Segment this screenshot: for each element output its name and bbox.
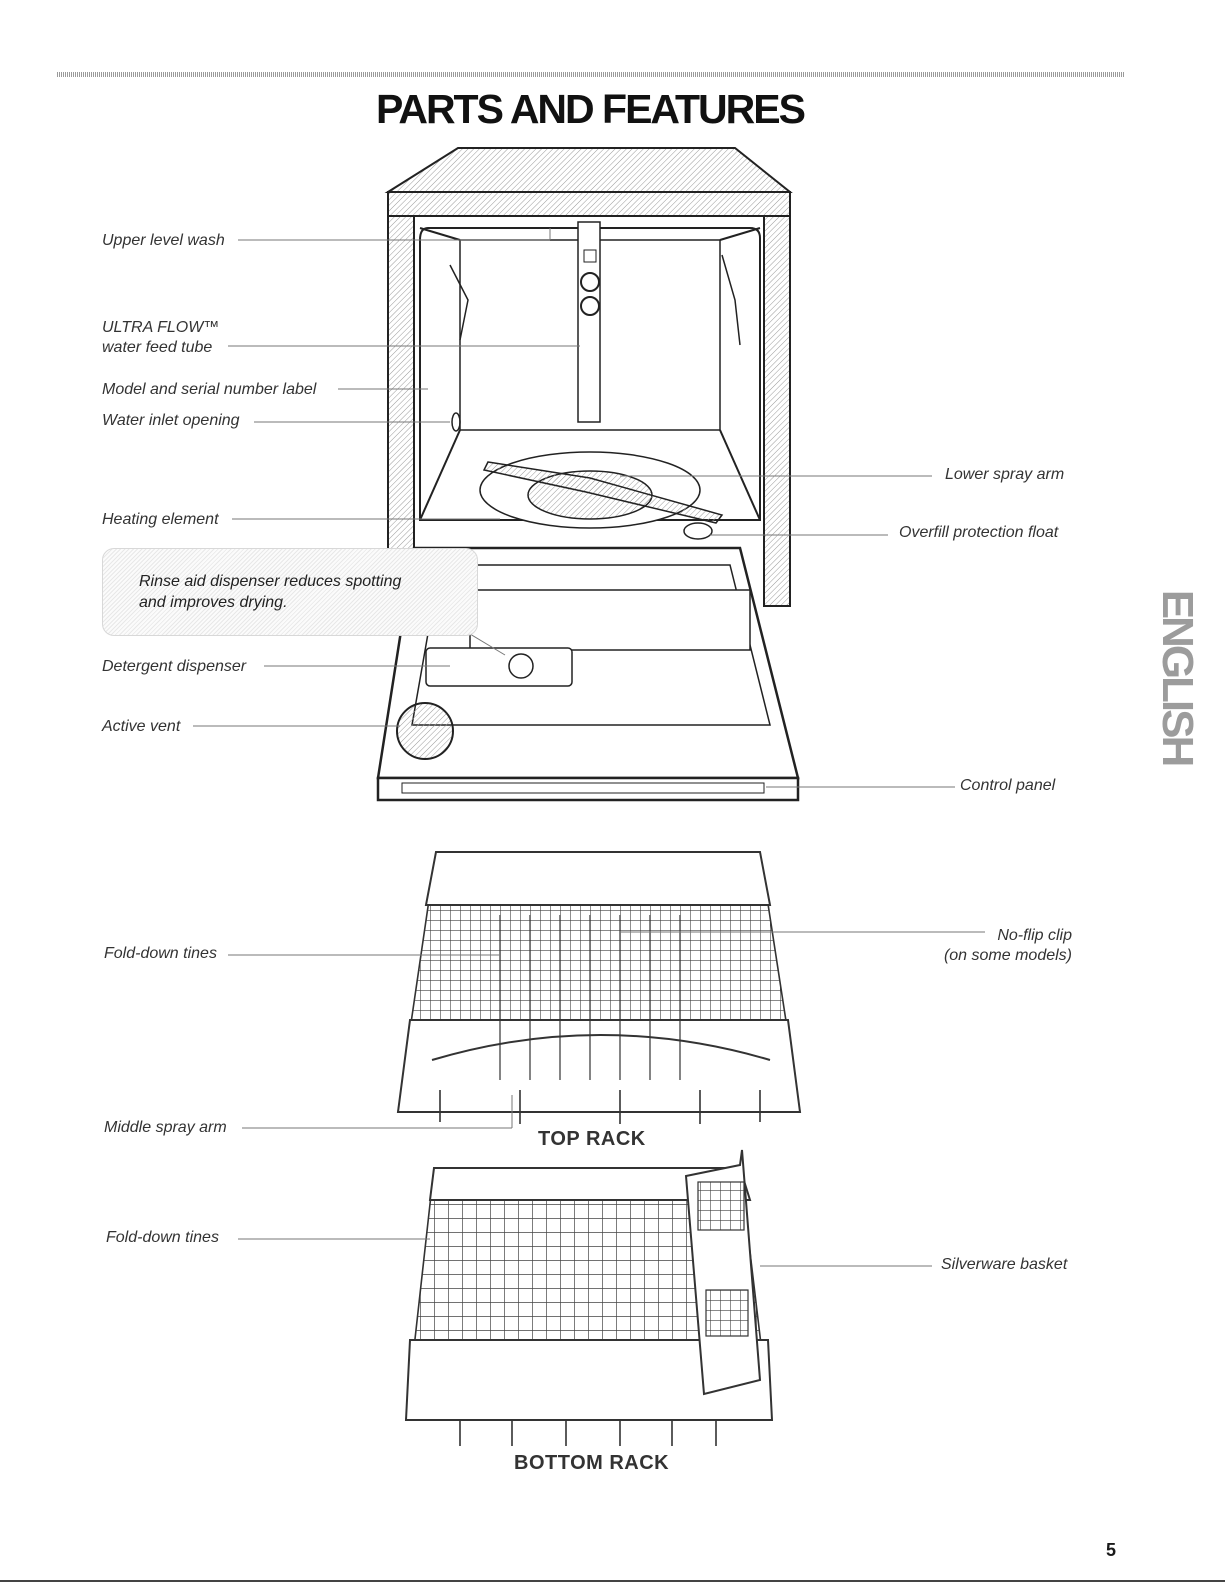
bottom-rack-title: BOTTOM RACK <box>514 1452 670 1474</box>
top-rack-illustration <box>396 851 802 1124</box>
label-heating-element: Heating element <box>102 511 219 528</box>
label-model-serial: Model and serial number label <box>102 381 317 398</box>
bottom-rack-leaders <box>238 1238 932 1267</box>
label-silverware-basket: Silverware basket <box>941 1256 1068 1273</box>
label-no-flip-clip: No-flip clip <box>997 927 1072 944</box>
rinse-aid-callout: Rinse aid dispenser reduces spotting and… <box>102 548 478 636</box>
label-top-fold-down-tines: Fold-down tines <box>104 945 217 962</box>
label-overfill-float: Overfill protection float <box>899 524 1059 541</box>
label-upper-level-wash: Upper level wash <box>102 232 225 249</box>
label-middle-spray-arm: Middle spray arm <box>104 1119 227 1136</box>
top-rack-leaders <box>228 931 985 1129</box>
callout-line-2: and improves drying. <box>139 594 288 611</box>
page-title: PARTS AND FEATURES <box>376 86 806 132</box>
label-active-vent: Active vent <box>102 718 181 735</box>
label-ultra-flow: ULTRA FLOW™ <box>102 319 220 336</box>
dishwasher-top-panel <box>384 147 793 193</box>
bottom-rack-illustration <box>404 1149 774 1446</box>
language-side-tab: ENGLISH <box>1147 566 1207 788</box>
label-detergent-dispenser: Detergent dispenser <box>102 658 247 675</box>
dishwasher-front-edge <box>387 191 791 217</box>
label-lower-spray-arm: Lower spray arm <box>945 466 1065 483</box>
label-bottom-fold-down-tines: Fold-down tines <box>106 1229 219 1246</box>
bottom-rule <box>0 1580 1225 1582</box>
page-number: 5 <box>1106 1540 1117 1560</box>
label-water-inlet: Water inlet opening <box>102 412 240 429</box>
label-no-flip-clip-note: (on some models) <box>943 947 1072 964</box>
label-control-panel: Control panel <box>960 777 1056 794</box>
rinse-aid-callout-text: Rinse aid dispenser reduces spotting and… <box>139 571 459 613</box>
dishwasher-illustration <box>376 147 800 802</box>
detergent-dispenser-shape <box>425 647 573 687</box>
overfill-float <box>683 522 713 540</box>
leader-lines <box>193 228 955 788</box>
dishwasher-left-wall <box>387 215 415 607</box>
water-feed-tube <box>577 221 601 423</box>
callout-line-1: Rinse aid dispenser reduces spotting <box>139 573 402 590</box>
side-tab-text: ENGLISH <box>1153 589 1202 765</box>
top-rack-title: TOP RACK <box>538 1128 646 1150</box>
label-water-feed-tube: water feed tube <box>102 339 213 356</box>
active-vent-shape <box>396 702 454 760</box>
top-rule <box>57 72 1125 77</box>
dishwasher-right-wall <box>763 215 791 607</box>
lower-spray-arm <box>482 461 724 524</box>
